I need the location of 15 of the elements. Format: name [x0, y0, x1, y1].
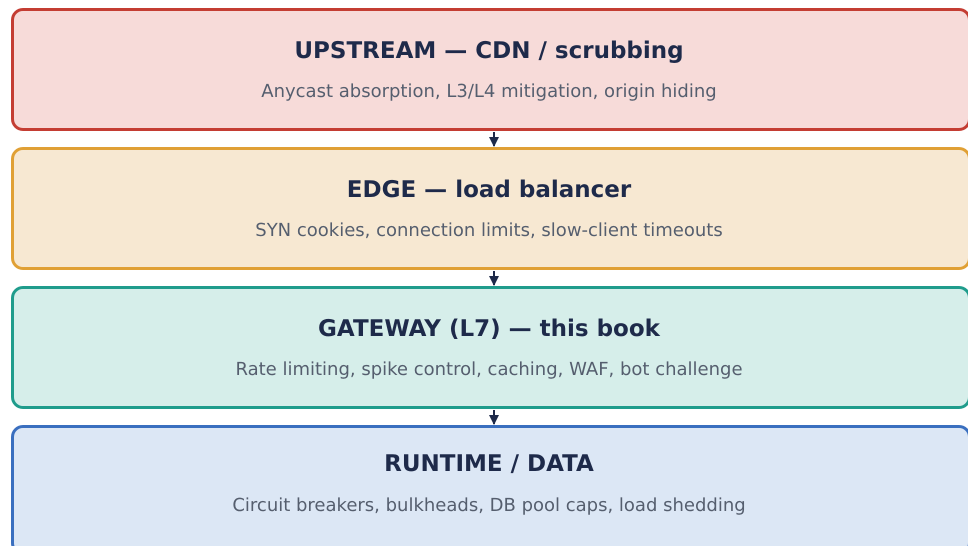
- layer-description: SYN cookies, connection limits, slow-client timeouts: [255, 219, 723, 244]
- layer-box: [11, 425, 968, 546]
- layer-title: UPSTREAM — CDN / scrubbing: [294, 36, 684, 66]
- layer-title: EDGE — load balancer: [346, 176, 632, 205]
- layer-description: Anycast absorption, L3/L4 mitigation, origin hiding: [261, 80, 717, 104]
- layer-description: Circuit breakers, bulkheads, DB pool caps, load shedding: [232, 494, 746, 518]
- layer-title: GATEWAY (L7) — this book: [318, 314, 660, 344]
- layer-box: [11, 286, 968, 409]
- arrow: [489, 132, 499, 147]
- layer-box: [11, 147, 968, 270]
- layer-description: Rate limiting, spike control, caching, WAF, bot challenge: [235, 358, 743, 382]
- arrow: [489, 410, 499, 425]
- arrow: [489, 271, 499, 286]
- layer-title: RUNTIME / DATA: [384, 450, 594, 480]
- layer-box: [11, 8, 968, 131]
